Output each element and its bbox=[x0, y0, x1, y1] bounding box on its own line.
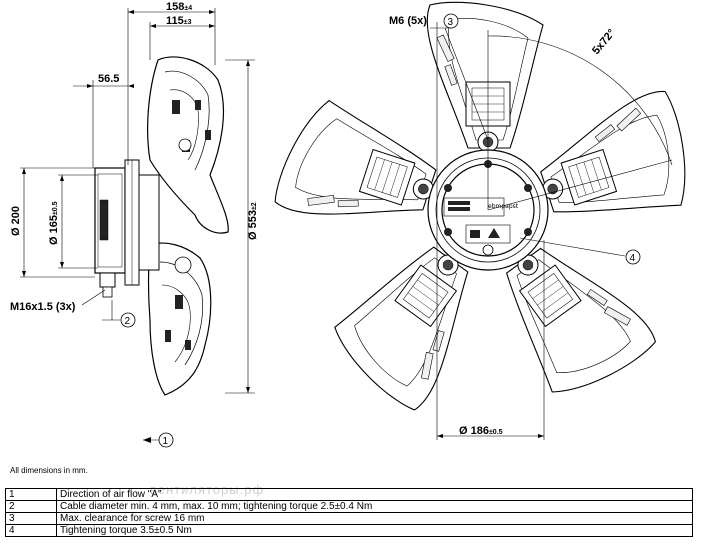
callout-1-airflow: 1 bbox=[143, 432, 174, 448]
legend-text: Tightening torque 3.5±0.5 Nm bbox=[56, 524, 693, 537]
legend-number: 3 bbox=[5, 512, 57, 525]
legend-number: 4 bbox=[5, 524, 57, 537]
callout-4: 4 bbox=[625, 249, 641, 265]
dim-56-5: 56.5 bbox=[98, 73, 119, 85]
svg-text:3: 3 bbox=[448, 17, 454, 28]
svg-text:ebmpapst: ebmpapst bbox=[488, 203, 519, 210]
legend-text: Direction of air flow "A" bbox=[56, 488, 693, 501]
fan-blade bbox=[271, 92, 451, 251]
dim-screw: M6 (5x) bbox=[389, 15, 427, 27]
legend-row: 2 Cable diameter min. 4 mm, max. 10 mm; … bbox=[5, 500, 693, 513]
side-view: 158±4 115±3 56.5 Ø 200 Ø 165±0.5 Ø 553±2… bbox=[10, 1, 259, 448]
svg-text:4: 4 bbox=[630, 253, 636, 264]
dim-115: 115±3 bbox=[166, 15, 192, 27]
units-note: All dimensions in mm. bbox=[10, 466, 88, 475]
callout-2: 2 bbox=[120, 312, 136, 328]
svg-text:2: 2 bbox=[125, 316, 131, 327]
legend-table: 1 Direction of air flow "A" 2 Cable diam… bbox=[5, 488, 693, 537]
dim-dia-200: Ø 200 bbox=[10, 206, 22, 236]
svg-text:1: 1 bbox=[163, 436, 169, 447]
dim-thread: M16x1.5 (3x) bbox=[10, 301, 76, 313]
legend-number: 1 bbox=[5, 488, 57, 501]
legend-row: 1 Direction of air flow "A" bbox=[5, 488, 693, 501]
legend-row: 3 Max. clearance for screw 16 mm bbox=[5, 512, 693, 525]
legend-number: 2 bbox=[5, 500, 57, 513]
legend-text: Cable diameter min. 4 mm, max. 10 mm; ti… bbox=[56, 500, 693, 513]
front-view: ebmpapst M6 (5x) 5x7 bbox=[271, 1, 701, 440]
fan-blade bbox=[523, 87, 701, 245]
dim-dia-553: Ø 553±2 bbox=[247, 202, 259, 240]
dim-angle: 5x72° bbox=[590, 27, 618, 57]
legend-row: 4 Tightening torque 3.5±0.5 Nm bbox=[5, 524, 693, 537]
dim-dia-165: Ø 165±0.5 bbox=[48, 201, 60, 245]
fan-technical-drawing: 158±4 115±3 56.5 Ø 200 Ø 165±0.5 Ø 553±2… bbox=[10, 1, 701, 448]
dim-dia-186: Ø 186±0.5 bbox=[459, 425, 503, 437]
callout-3: 3 bbox=[443, 13, 459, 29]
dim-158: 158±4 bbox=[166, 1, 192, 13]
fan-blade bbox=[426, 1, 544, 153]
legend-text: Max. clearance for screw 16 mm bbox=[56, 512, 693, 525]
